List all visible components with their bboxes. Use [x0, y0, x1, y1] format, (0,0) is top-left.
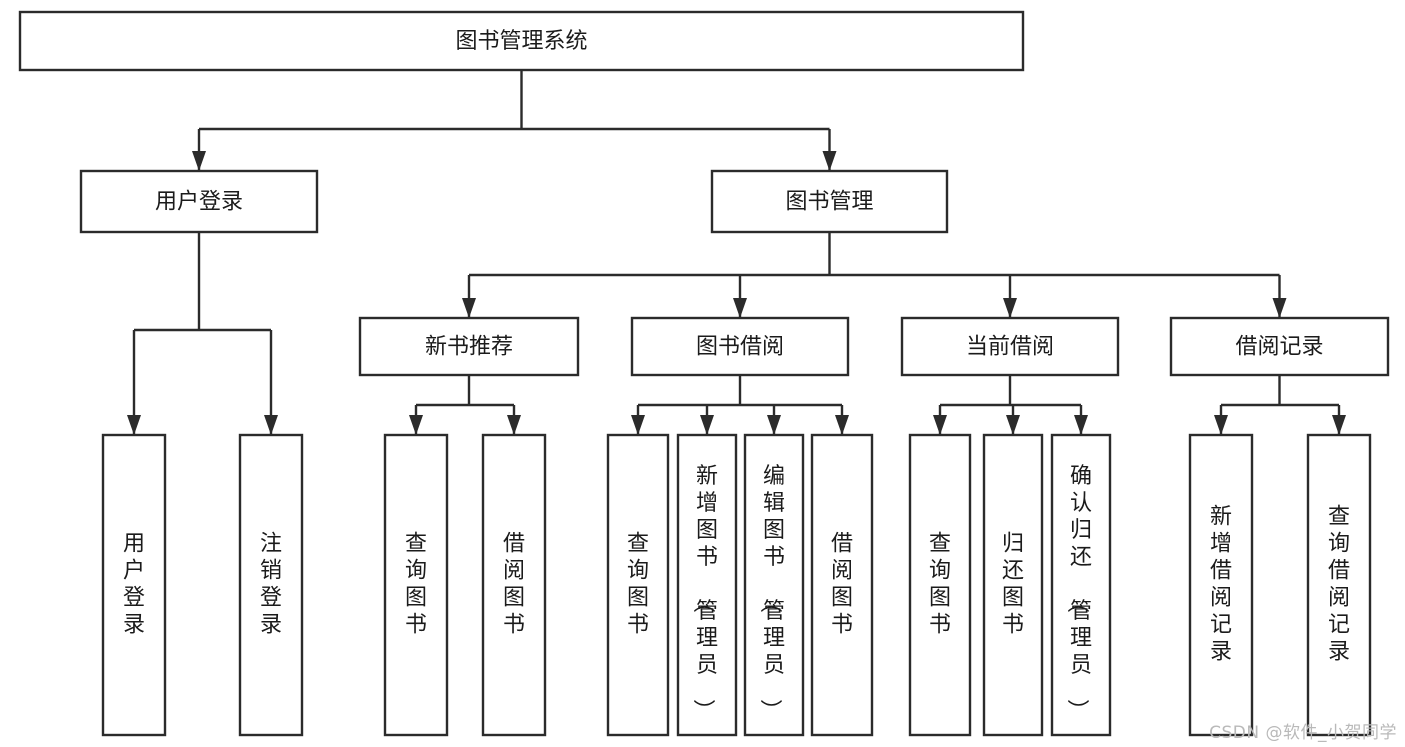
node-box-book-manage: [710, 169, 949, 234]
node-label-leaf-edit-book-admin: 编辑图书（管理员）: [757, 464, 785, 721]
node-label-leaf-add-book-admin: 新增图书（管理员）: [690, 464, 718, 721]
current-borrow-arrow-0: [933, 415, 947, 435]
book-borrow-arrow-3: [835, 415, 849, 435]
node-label-book-manage: 图书管理: [785, 190, 873, 215]
node-leaf-query-book-3[interactable]: 查询图书: [908, 433, 972, 737]
node-box-leaf-add-book-admin: [676, 433, 738, 737]
node-label-borrow-record: 借阅记录: [1235, 335, 1323, 360]
node-box-leaf-edit-book-admin: [743, 433, 805, 737]
borrow-record-arrow-0: [1214, 415, 1228, 435]
node-box-leaf-query-book-3: [908, 433, 972, 737]
node-box-root: [18, 10, 1025, 72]
node-label-leaf-query-book-2: 查询图书: [627, 532, 649, 638]
node-box-leaf-return-book: [982, 433, 1044, 737]
book-borrow-arrow-2: [767, 415, 781, 435]
node-box-leaf-confirm-return-admin: [1050, 433, 1112, 737]
node-box-new-book-recommend: [358, 316, 580, 377]
borrow-record-arrow-1: [1332, 415, 1346, 435]
node-box-leaf-add-borrow-record: [1188, 433, 1254, 737]
node-label-user-login: 用户登录: [155, 190, 243, 215]
book-borrow-arrow-1: [700, 415, 714, 435]
node-box-leaf-borrow-book-1: [481, 433, 547, 737]
node-box-user-login: [79, 169, 319, 234]
node-label-leaf-confirm-return-admin: 确认归还（管理员）: [1064, 464, 1092, 721]
node-label-leaf-user-login: 用户登录: [123, 532, 145, 638]
node-leaf-edit-book-admin[interactable]: 编辑图书（管理员）: [743, 433, 805, 737]
node-label-leaf-query-borrow-record: 查询借阅记录: [1328, 505, 1350, 665]
node-current-borrow[interactable]: 当前借阅: [900, 316, 1120, 377]
node-box-current-borrow: [900, 316, 1120, 377]
node-label-leaf-query-book-1: 查询图书: [405, 532, 427, 638]
new-book-recommend-arrow-0: [409, 415, 423, 435]
node-label-new-book-recommend: 新书推荐: [425, 335, 513, 360]
node-label-current-borrow: 当前借阅: [966, 335, 1054, 360]
node-box-leaf-query-book-2: [606, 433, 670, 737]
user-login-arrow-1: [264, 415, 278, 435]
book-manage-arrow-0: [462, 298, 476, 318]
node-label-leaf-query-book-3: 查询图书: [929, 532, 951, 638]
book-manage-arrow-1: [733, 298, 747, 318]
node-box-leaf-user-login: [101, 433, 167, 737]
node-label-leaf-return-book: 归还图书: [1002, 532, 1024, 638]
node-book-manage[interactable]: 图书管理: [710, 169, 949, 234]
node-new-book-recommend[interactable]: 新书推荐: [358, 316, 580, 377]
node-label-root: 图书管理系统: [455, 29, 587, 54]
book-manage-arrow-2: [1003, 298, 1017, 318]
node-box-leaf-logout-login: [238, 433, 304, 737]
node-leaf-confirm-return-admin[interactable]: 确认归还（管理员）: [1050, 433, 1112, 737]
node-leaf-borrow-book-1[interactable]: 借阅图书: [481, 433, 547, 737]
node-leaf-query-borrow-record[interactable]: 查询借阅记录: [1306, 433, 1372, 737]
node-root[interactable]: 图书管理系统: [18, 10, 1025, 72]
node-box-borrow-record: [1169, 316, 1390, 377]
connector-layer: [127, 70, 1346, 435]
node-box-leaf-query-book-1: [383, 433, 449, 737]
user-login-arrow-0: [127, 415, 141, 435]
node-leaf-user-login[interactable]: 用户登录: [101, 433, 167, 737]
node-box-leaf-query-borrow-record: [1306, 433, 1372, 737]
root-arrow-1: [822, 151, 837, 171]
node-label-leaf-add-borrow-record: 新增借阅记录: [1210, 505, 1232, 665]
node-leaf-borrow-book-2[interactable]: 借阅图书: [810, 433, 874, 737]
node-borrow-record[interactable]: 借阅记录: [1169, 316, 1390, 377]
book-manage-arrow-3: [1272, 298, 1287, 318]
node-leaf-query-book-1[interactable]: 查询图书: [383, 433, 449, 737]
node-leaf-add-borrow-record[interactable]: 新增借阅记录: [1188, 433, 1254, 737]
node-user-login[interactable]: 用户登录: [79, 169, 319, 234]
node-label-book-borrow: 图书借阅: [696, 335, 784, 360]
node-leaf-return-book[interactable]: 归还图书: [982, 433, 1044, 737]
node-box-book-borrow: [630, 316, 850, 377]
node-leaf-logout-login[interactable]: 注销登录: [238, 433, 304, 737]
root-arrow-0: [192, 151, 206, 171]
node-layer: 图书管理系统用户登录图书管理新书推荐图书借阅当前借阅借阅记录用户登录注销登录查询…: [18, 10, 1390, 737]
node-leaf-add-book-admin[interactable]: 新增图书（管理员）: [676, 433, 738, 737]
node-book-borrow[interactable]: 图书借阅: [630, 316, 850, 377]
node-label-leaf-logout-login: 注销登录: [260, 532, 282, 638]
book-borrow-arrow-0: [631, 415, 645, 435]
node-leaf-query-book-2[interactable]: 查询图书: [606, 433, 670, 737]
current-borrow-arrow-1: [1006, 415, 1020, 435]
current-borrow-arrow-2: [1074, 415, 1088, 435]
new-book-recommend-arrow-1: [507, 415, 521, 435]
node-label-leaf-borrow-book-1: 借阅图书: [503, 532, 525, 638]
node-label-leaf-borrow-book-2: 借阅图书: [831, 532, 853, 638]
node-box-leaf-borrow-book-2: [810, 433, 874, 737]
